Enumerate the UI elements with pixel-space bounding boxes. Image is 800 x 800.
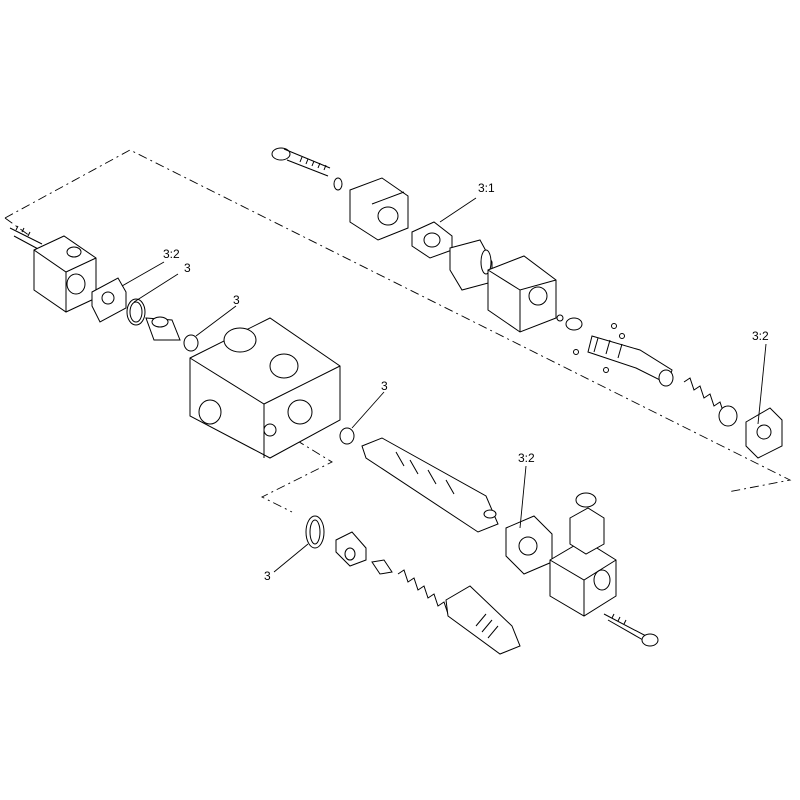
spring-upper — [683, 377, 725, 415]
callout-3-body: 3 — [233, 293, 240, 307]
check-poppet — [145, 316, 181, 341]
assembly-centerlines — [4, 149, 792, 513]
cap-screw-upper — [271, 147, 331, 177]
o-ring-spool — [339, 427, 355, 445]
relief-cartridge — [445, 585, 521, 655]
cap-screw-left — [9, 225, 43, 251]
valve-body — [189, 317, 341, 459]
gasket-right — [745, 407, 783, 459]
end-cap-left — [33, 235, 97, 313]
o-ring-lower — [305, 515, 325, 549]
gasket-upper — [411, 221, 453, 259]
callout-3-1-upper: 3:1 — [478, 181, 495, 195]
lock-washer-upper — [333, 177, 343, 191]
spool-sleeve — [449, 239, 493, 291]
cap-upper — [349, 177, 409, 241]
spring-cup-upper — [718, 405, 738, 427]
callout-3-spool: 3 — [381, 379, 388, 393]
callout-3-lower: 3 — [264, 569, 271, 583]
gasket-lower — [505, 515, 553, 575]
o-ring-small-upper — [565, 317, 583, 331]
cap-screw-lower — [603, 613, 659, 647]
detent-balls — [556, 314, 625, 373]
callout-3-2-left: 3:2 — [163, 247, 180, 261]
leader-lines — [121, 197, 767, 573]
spring-lower — [397, 569, 449, 615]
o-ring-mid — [183, 334, 199, 352]
spring-housing — [487, 255, 557, 333]
callout-3-2-lower: 3:2 — [518, 451, 535, 465]
callout-3-left: 3 — [184, 261, 191, 275]
callout-3-2-right: 3:2 — [752, 329, 769, 343]
seat-bushing — [335, 531, 367, 567]
detent-stem — [587, 335, 674, 387]
o-ring-left — [126, 298, 146, 326]
poppet-lower — [371, 559, 393, 575]
lever-bracket — [549, 492, 617, 617]
gasket-left — [91, 277, 127, 323]
callout-labels: 3:1 3:2 3 3 3:2 3 3:2 3 — [163, 181, 769, 583]
main-spool — [361, 437, 499, 533]
